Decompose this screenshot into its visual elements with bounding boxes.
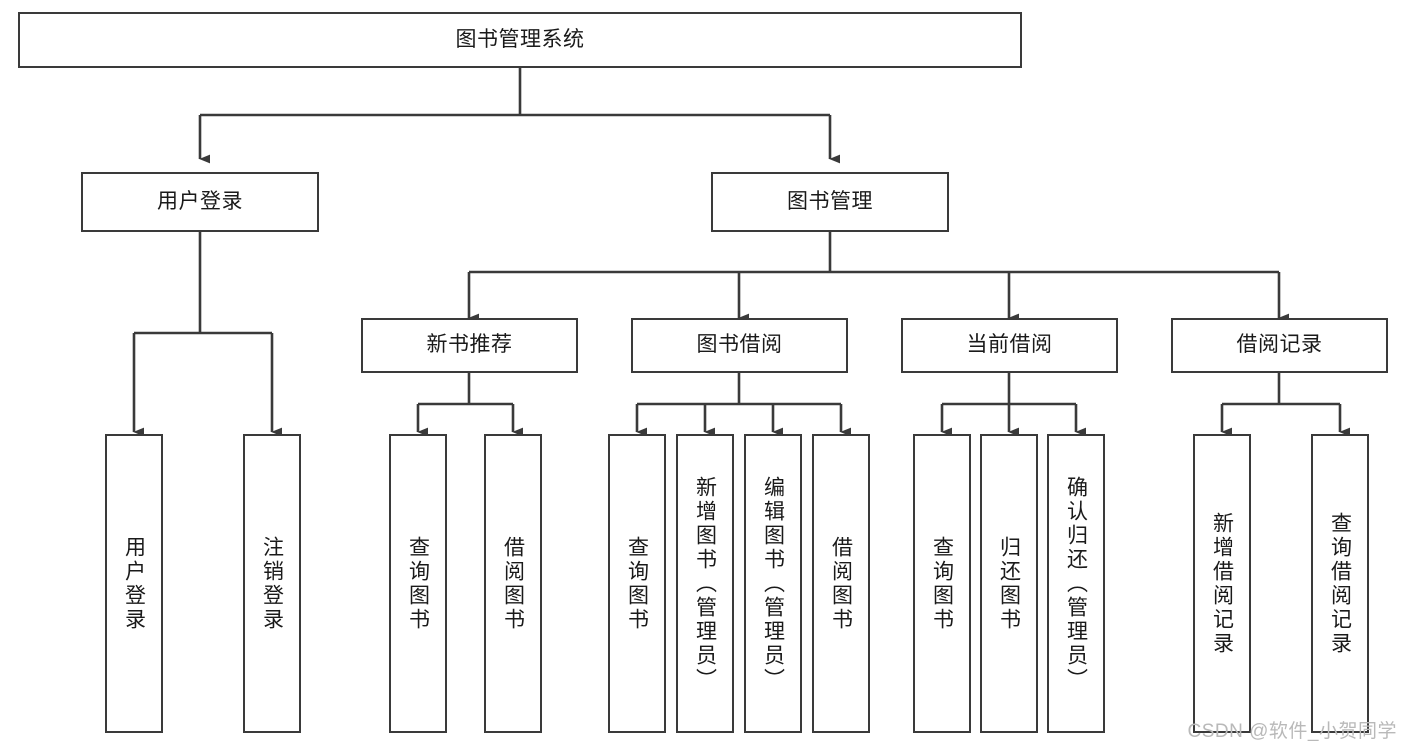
leaf-query-book-3[interactable]: 查询图书 <box>913 434 971 733</box>
node-book-borrow-label: 图书借阅 <box>696 333 783 357</box>
node-user-login[interactable]: 用户登录 <box>81 172 319 232</box>
leaf-query-book-1-label: 查询图书 <box>406 535 430 632</box>
leaf-logout-login-label: 注销登录 <box>260 535 284 632</box>
node-user-login-label: 用户登录 <box>157 189 243 213</box>
leaf-query-record[interactable]: 查询借阅记录 <box>1311 434 1369 733</box>
node-new-book-recommend-label: 新书推荐 <box>426 333 513 357</box>
leaf-return-book[interactable]: 归还图书 <box>980 434 1038 733</box>
node-root-label: 图书管理系统 <box>455 27 585 51</box>
node-current-borrow[interactable]: 当前借阅 <box>901 318 1118 373</box>
node-new-book-recommend[interactable]: 新书推荐 <box>361 318 578 373</box>
leaf-add-book[interactable]: 新增图书（管理员） <box>676 434 734 733</box>
leaf-user-login-label: 用户登录 <box>122 535 146 632</box>
node-borrow-record[interactable]: 借阅记录 <box>1171 318 1388 373</box>
node-book-manage-label: 图书管理 <box>787 189 873 213</box>
node-book-manage[interactable]: 图书管理 <box>711 172 949 232</box>
leaf-confirm-return-label: 确认归还（管理员） <box>1064 475 1088 692</box>
leaf-logout-login[interactable]: 注销登录 <box>243 434 301 733</box>
leaf-query-book-1[interactable]: 查询图书 <box>389 434 447 733</box>
leaf-add-record-label: 新增借阅记录 <box>1210 511 1234 656</box>
node-book-borrow[interactable]: 图书借阅 <box>631 318 848 373</box>
leaf-edit-book[interactable]: 编辑图书（管理员） <box>744 434 802 733</box>
leaf-query-record-label: 查询借阅记录 <box>1328 511 1352 656</box>
leaf-confirm-return[interactable]: 确认归还（管理员） <box>1047 434 1105 733</box>
leaf-query-book-2[interactable]: 查询图书 <box>608 434 666 733</box>
leaf-borrow-book-1-label: 借阅图书 <box>501 535 525 632</box>
node-current-borrow-label: 当前借阅 <box>966 333 1053 357</box>
leaf-add-record[interactable]: 新增借阅记录 <box>1193 434 1251 733</box>
leaf-borrow-book-1[interactable]: 借阅图书 <box>484 434 542 733</box>
leaf-borrow-book-2[interactable]: 借阅图书 <box>812 434 870 733</box>
leaf-query-book-2-label: 查询图书 <box>625 535 649 632</box>
leaf-user-login[interactable]: 用户登录 <box>105 434 163 733</box>
leaf-borrow-book-2-label: 借阅图书 <box>829 535 853 632</box>
node-borrow-record-label: 借阅记录 <box>1236 333 1323 357</box>
leaf-query-book-3-label: 查询图书 <box>930 535 954 632</box>
leaf-return-book-label: 归还图书 <box>997 535 1021 632</box>
node-root[interactable]: 图书管理系统 <box>18 12 1022 68</box>
leaf-add-book-label: 新增图书（管理员） <box>693 475 717 692</box>
leaf-edit-book-label: 编辑图书（管理员） <box>761 475 785 692</box>
